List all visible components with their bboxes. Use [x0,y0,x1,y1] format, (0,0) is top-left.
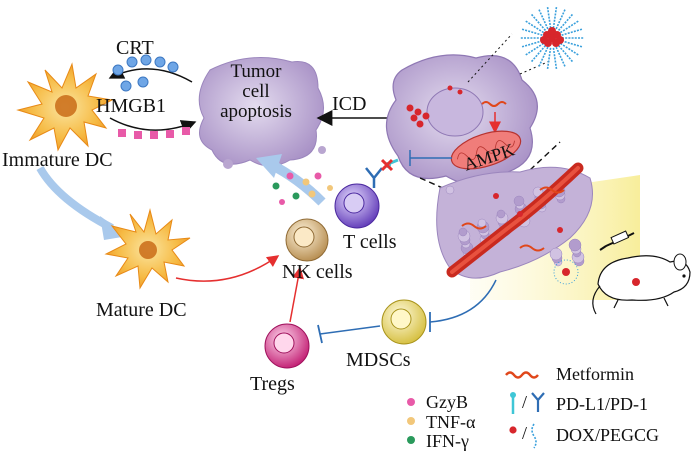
immature-dc-cell [16,62,114,152]
pegcg-legend-icon [531,423,537,449]
mature-dc-cell [104,208,191,290]
ifn-legend-label: IFN-γ [426,431,469,451]
pd1-blockade [365,158,394,188]
tnf-legend-dot [407,417,415,425]
tumor-tissue [436,162,593,279]
mature-dc-label: Mature DC [96,299,187,321]
cytokine-dots [272,172,333,205]
dox-particles [406,85,463,128]
metformin-legend-icon [505,371,539,379]
nk-cells-label: NK cells [282,261,353,283]
icd-label: ICD [332,93,367,115]
crt-hmgb1-exchange [108,54,197,139]
pd1-legend-icon [531,392,545,412]
dox-pegcg-legend-label: DOX/PEGCG [556,425,660,445]
legend-symbols [407,371,545,449]
mdsc-cell [381,299,427,345]
tumor-apoptosis-label: Tumor cell apoptosis [220,61,292,122]
pdl1-slash: / [522,392,528,412]
ampk-mitochondrion [450,130,522,170]
mouse-injection [553,230,691,315]
mdscs-label: MDSCs [346,349,411,371]
nk-cell [285,218,329,262]
crt-molecules [112,54,179,92]
hmgb1-label: HMGB1 [96,95,167,117]
tissue-mdsc-inhibition [429,279,497,332]
ifn-legend-dot [407,436,415,444]
crt-label: CRT [116,37,154,59]
dox-slash: / [522,423,528,443]
metformin-legend-label: Metformin [556,364,634,384]
dc-activation-arrow [175,255,280,282]
metformin-in-cell [481,101,507,107]
t-cells-label: T cells [343,231,397,253]
apoptotic-tumor-cell [198,57,326,169]
tregs-label: Tregs [250,373,295,395]
tnf-legend-label: TNF-α [426,412,476,432]
pdl1-pd1-legend-label: PD-L1/PD-1 [556,394,649,414]
immature-dc-label: Immature DC [2,149,113,171]
dox-pegcg-nanoparticle [520,6,584,70]
treg-cell [264,323,310,369]
treg-nk-arrow [289,266,304,323]
t-cell [334,183,380,229]
gzyb-legend-dot [407,398,415,406]
mdsc-treg-inhibition [317,324,381,344]
hmgb1-molecules [118,127,190,139]
gzyb-legend-label: GzyB [426,392,468,412]
tumor-cell [385,54,538,186]
cytokine-release-arrow [256,154,326,206]
dox-legend-dot [509,426,517,434]
